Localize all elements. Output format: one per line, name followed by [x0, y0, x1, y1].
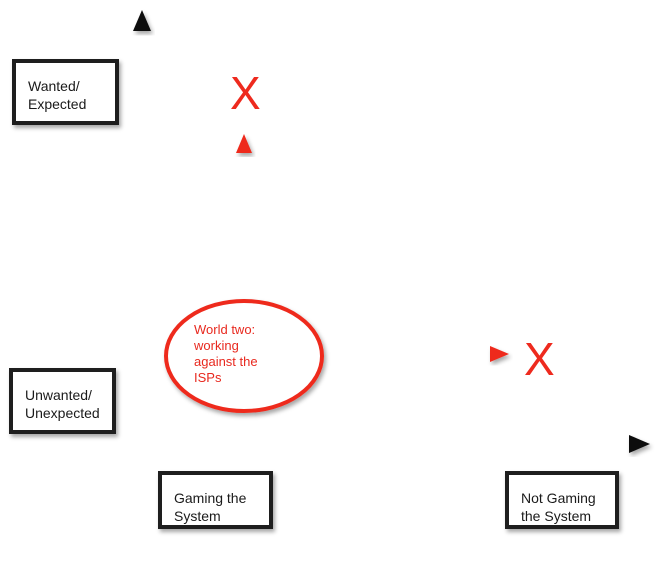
center-node-line3: against the [194, 354, 258, 369]
center-ellipse [164, 299, 324, 413]
y-axis-bottom-label-line1: Unwanted/ [25, 387, 92, 403]
up-arrow-head [236, 134, 252, 153]
right-arrow-head [490, 346, 509, 362]
y-axis-top-label-line2: Expected [28, 96, 87, 112]
x-axis-right-label: Not Gaming the System [505, 471, 619, 529]
center-node-text: World two: working against the ISPs [194, 322, 304, 386]
x-axis-arrowhead [629, 435, 650, 453]
y-axis-bottom-label-line2: Unexpected [25, 405, 100, 421]
y-axis-top-label-line1: Wanted/ [28, 78, 80, 94]
center-node-line1: World two: [194, 322, 256, 337]
x-axis-right-label-line1: Not Gaming [521, 490, 596, 506]
y-axis-top-label: Wanted/ Expected [12, 59, 119, 125]
x-axis-left-label-line2: System [174, 508, 221, 524]
x-axis-left-label: Gaming the System [158, 471, 273, 529]
y-axis-arrowhead [133, 10, 151, 31]
top-outcome-x-mark: X [230, 67, 261, 119]
x-axis-right-label-line2: the System [521, 508, 592, 524]
right-outcome-x-mark: X [524, 333, 555, 385]
center-node-line4: ISPs [194, 370, 222, 385]
y-axis-bottom-label: Unwanted/ Unexpected [9, 368, 116, 434]
x-axis-left-label-line1: Gaming the [174, 490, 247, 506]
center-node-line2: working [194, 338, 239, 353]
